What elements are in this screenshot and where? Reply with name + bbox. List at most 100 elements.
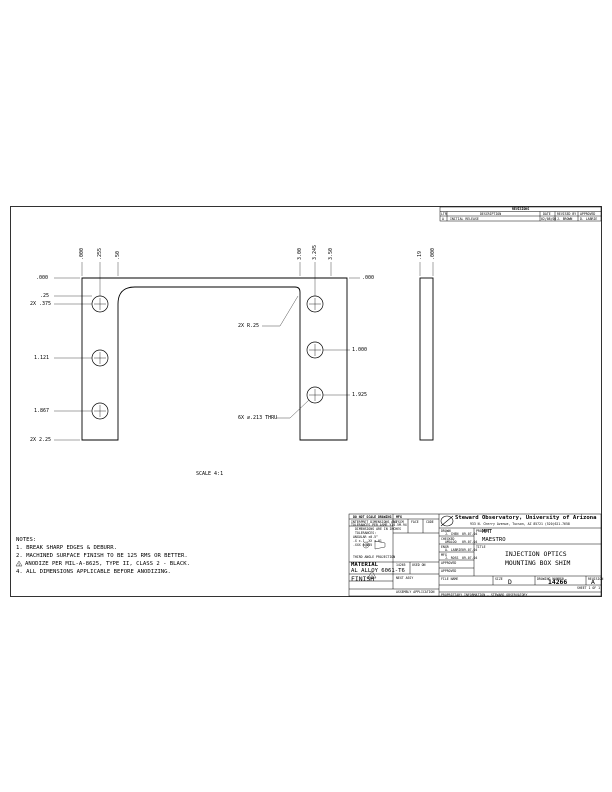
mfg-label: MFG — [441, 552, 447, 557]
eng-name: A. LABRIE — [445, 548, 463, 552]
revision-value: A — [591, 577, 595, 586]
radius-callout: 2X R.25 — [238, 323, 260, 329]
file-name-label: FILE NAME — [441, 577, 459, 581]
used-on-label: USED ON — [412, 563, 426, 567]
note-2: 2. MACHINED SURFACE FINISH TO BE 125 RMS… — [16, 553, 188, 559]
size-grid-face: FACE — [411, 520, 419, 524]
dims-note-2: TOLERANCES: — [355, 531, 377, 535]
title-block-lines — [348, 513, 602, 597]
dims-note-3: ANGULAR ±0.5° — [353, 535, 378, 539]
anodize-note-flag — [15, 560, 23, 567]
note-3: ANODIZE PER MIL-A-8625, TYPE II, CLASS 2… — [25, 561, 191, 567]
rev-row-letter: A — [442, 216, 444, 221]
dim-left-25: .25 — [40, 293, 50, 299]
eng-label: ENGR — [441, 544, 449, 549]
drawing-number-label: DRAWING NUMBER — [537, 577, 564, 581]
project-value: MMT — [482, 529, 493, 535]
checked-date: 09-07-04 — [462, 540, 478, 544]
dim-top-300: 3.00 — [297, 247, 303, 260]
general-note-1: DO NOT SCALE DRAWING — [353, 514, 392, 519]
general-note-2: INTERPRET DIMENSIONS AND — [351, 519, 398, 524]
dim-top-255: .255 — [97, 247, 103, 260]
checked-name: AMALOO — [445, 540, 457, 544]
dim-right-1925: 1.925 — [352, 392, 368, 398]
mfg-note-title: MFG — [396, 514, 402, 519]
dim-left-1121: 1.121 — [34, 355, 50, 361]
third-angle-label: THIRD ANGLE PROJECTION — [353, 555, 396, 559]
rev-row-description: INITIAL RELEASE — [450, 216, 479, 221]
size-grid-code: CODE — [426, 520, 434, 524]
rev-col-ltr: LTR — [441, 212, 447, 216]
note-3-flag-number: 3 — [18, 562, 20, 567]
footer-text: PROPRIETARY INFORMATION - STEWARD OBSERV… — [441, 593, 528, 597]
project-label: PROJECT — [476, 529, 490, 533]
title-line-2: MOUNTING BOX SHIM — [505, 559, 571, 567]
dims-note-4: .X ±.1 .XX ±.01 — [353, 539, 382, 543]
mfg-date: 09-07-04 — [462, 556, 478, 560]
notes-title: NOTES: — [16, 537, 37, 543]
title-label: TITLE — [476, 545, 486, 549]
dimension-lines — [54, 262, 434, 441]
approved-label-1: APPROVED — [441, 560, 457, 565]
holes-callout: 6X ⌀.213 THRU — [238, 415, 278, 421]
dim-top-000: .000 — [79, 247, 85, 260]
size-grid-fscm: FSCM — [396, 520, 404, 524]
note-1: 1. BREAK SHARP EDGES & DEBURR. — [16, 545, 118, 551]
drawing-number: 14266 — [548, 577, 568, 586]
part-profile — [81, 277, 348, 441]
rev-row-approved: D. LABRIE — [580, 216, 598, 221]
revision-label: REVISION — [588, 577, 604, 581]
size-label: SIZE — [495, 577, 503, 581]
projection-symbol — [362, 540, 386, 550]
finish-flag — [367, 570, 377, 579]
side-view — [419, 277, 434, 441]
dim-left-225: 2X 2.25 — [30, 437, 52, 443]
org-name: Steward Observatory, University of Arizo… — [455, 515, 597, 521]
finish-label: FINISH — [351, 575, 375, 583]
approved-label-2: APPROVED — [441, 568, 457, 573]
drawn-name: J. CHEN — [445, 532, 459, 536]
dims-note-5: .XXX ±.005 — [353, 543, 373, 547]
checked-label: CHECKED — [441, 536, 455, 541]
rev-col-date: DATE — [543, 212, 551, 216]
revisions-table — [439, 206, 602, 222]
finish-flag-number: 3 — [371, 574, 373, 579]
sheet-border — [10, 206, 602, 597]
eng-date: 09-07-04 — [462, 548, 478, 552]
assembly-application: ASSEMBLY APPLICATION — [396, 590, 435, 594]
dim-side-000: .000 — [430, 247, 436, 260]
title-line-1: INJECTION OPTICS — [505, 550, 567, 558]
scale-label: SCALE 4:1 — [196, 471, 224, 477]
center-marks — [94, 298, 321, 417]
dim-right-000: .000 — [362, 275, 375, 281]
general-note-3: TOLERANCES PER ASME Y14.5M-94 — [351, 522, 407, 527]
material-value: AL ALLOY 6061-T6 — [351, 568, 405, 574]
rev-row-revised-by: J. BROWN — [557, 216, 573, 221]
rev-col-description: DESCRIPTION — [480, 212, 502, 216]
material-label: MATERIAL — [351, 562, 378, 568]
dim-top-50: .50 — [115, 250, 121, 260]
dims-note-1: DIMENSIONS ARE IN INCHES — [355, 527, 402, 531]
dim-right-1000: 1.000 — [352, 347, 368, 353]
size-value: D — [508, 577, 512, 586]
revisions-title: REVISIONS — [512, 207, 530, 211]
steward-logo — [440, 515, 454, 527]
rev-row-date: 02/08/08 — [541, 216, 557, 221]
dim-left-1867: 1.867 — [34, 408, 50, 414]
note-4: 4. ALL DIMENSIONS APPLICABLE BEFORE ANOD… — [16, 569, 171, 575]
instrument-value: MAESTRO — [482, 537, 506, 543]
dim-top-3245: 3.245 — [312, 244, 318, 260]
next-assy-value: 14265 — [396, 563, 406, 567]
drawn-label: DRAWN — [441, 528, 451, 533]
dim-left-000: .000 — [36, 275, 49, 281]
org-address: 933 N. Cherry Avenue, Tucson, AZ 85721 (… — [470, 522, 570, 526]
rev-col-revised-by: REVISED BY — [557, 212, 577, 216]
dim-side-19: .19 — [417, 250, 423, 260]
drawn-date: 09-07-04 — [462, 532, 478, 536]
sheet-label: SHEET 1 OF 1 — [577, 586, 601, 590]
rev-col-approved: APPROVED — [580, 212, 596, 216]
mfg-name: J. ROSS — [445, 556, 459, 560]
next-assy-label: NEXT ASSY — [396, 576, 414, 580]
